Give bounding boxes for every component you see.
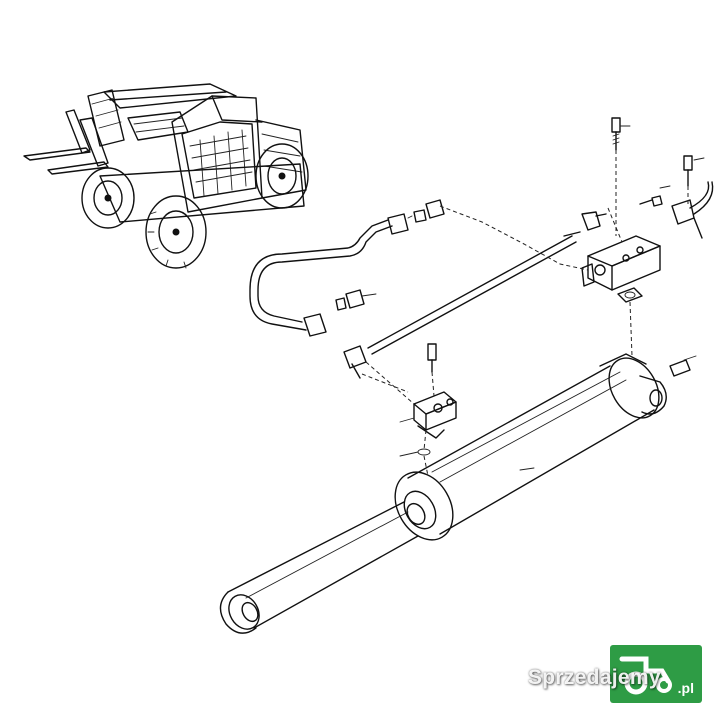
hydraulic-hose — [249, 213, 409, 337]
valve-block — [581, 211, 661, 291]
site-watermark-text: Sprzedajemy — [528, 666, 661, 689]
sprzedajemy-logo[interactable]: .pl — [610, 645, 702, 703]
gasket-ring-top — [617, 287, 643, 303]
valve-bolt-1 — [611, 117, 621, 151]
valve-bolt-2 — [683, 155, 693, 187]
telehandler-icon — [23, 83, 309, 269]
tractor-logo-icon — [619, 656, 672, 695]
side-fitting — [639, 181, 714, 239]
hydraulic-cylinder — [219, 353, 691, 634]
logo-domain-suffix: .pl — [677, 680, 694, 696]
hose-fitting-bottom — [335, 289, 377, 311]
cylinder-manifold — [413, 343, 457, 456]
hose-fitting-top — [407, 199, 445, 223]
assembly-guide-lines — [361, 150, 689, 477]
steel-tube — [343, 231, 581, 379]
leader-lines — [399, 125, 705, 457]
